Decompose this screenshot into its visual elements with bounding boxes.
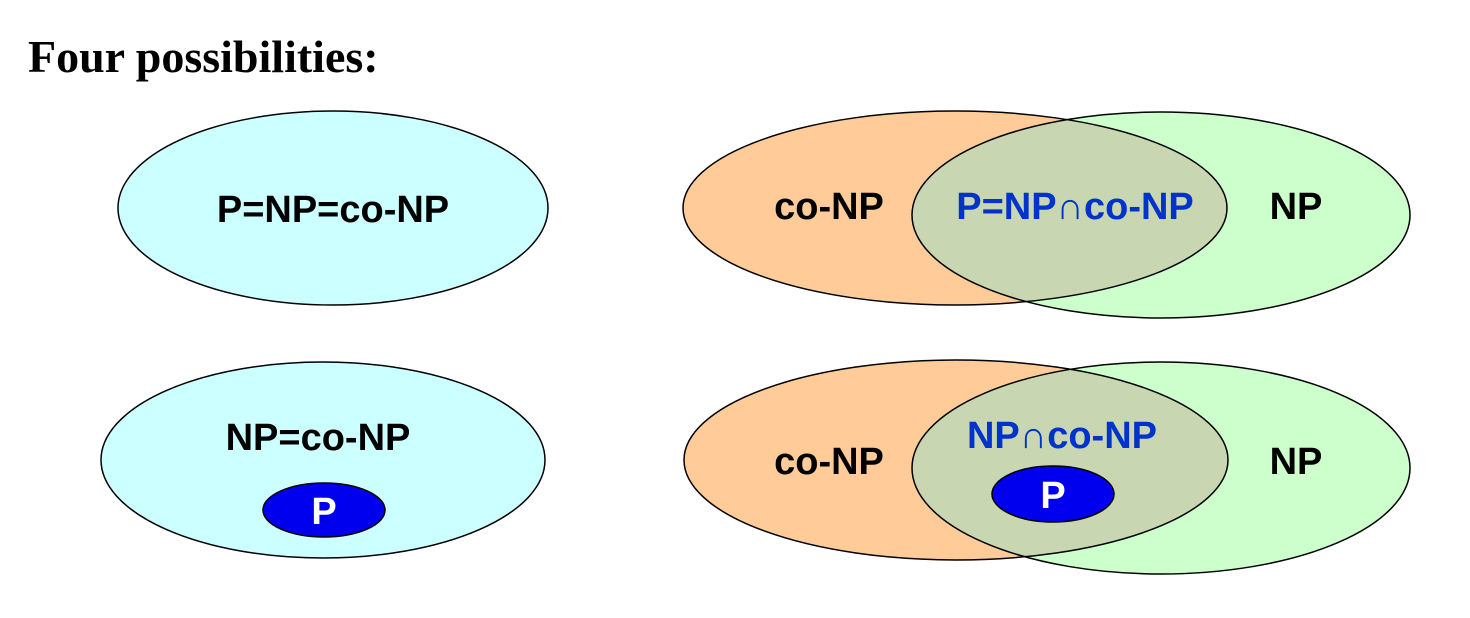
case-p-equals-intersection: co-NP P=NP∩co-NP NP [682, 110, 1411, 319]
set-label: NP=co-NP [226, 417, 411, 459]
conp-label: co-NP [774, 186, 884, 228]
intersection-label: NP∩co-NP [967, 415, 1157, 457]
case-np-equals-conp: NP=co-NP P [100, 361, 546, 559]
conp-label: co-NP [774, 441, 884, 483]
slide-title: Four possibilities: [28, 31, 379, 82]
np-label: NP [1270, 186, 1323, 228]
case-p-equals-np-equals-conp: P=NP=co-NP [117, 110, 549, 306]
np-label: NP [1270, 441, 1323, 483]
set-ellipse [100, 361, 546, 559]
p-ellipse [262, 482, 386, 538]
p-label: P [1040, 475, 1065, 517]
p-label: P [311, 491, 336, 533]
intersection-region [912, 112, 1227, 305]
intersection-label: P=NP∩co-NP [956, 186, 1194, 228]
p-ellipse [991, 465, 1115, 523]
set-ellipse [117, 110, 549, 306]
case-p-proper-subset: co-NP NP∩co-NP P NP [683, 359, 1411, 575]
set-label: P=NP=co-NP [217, 189, 449, 231]
